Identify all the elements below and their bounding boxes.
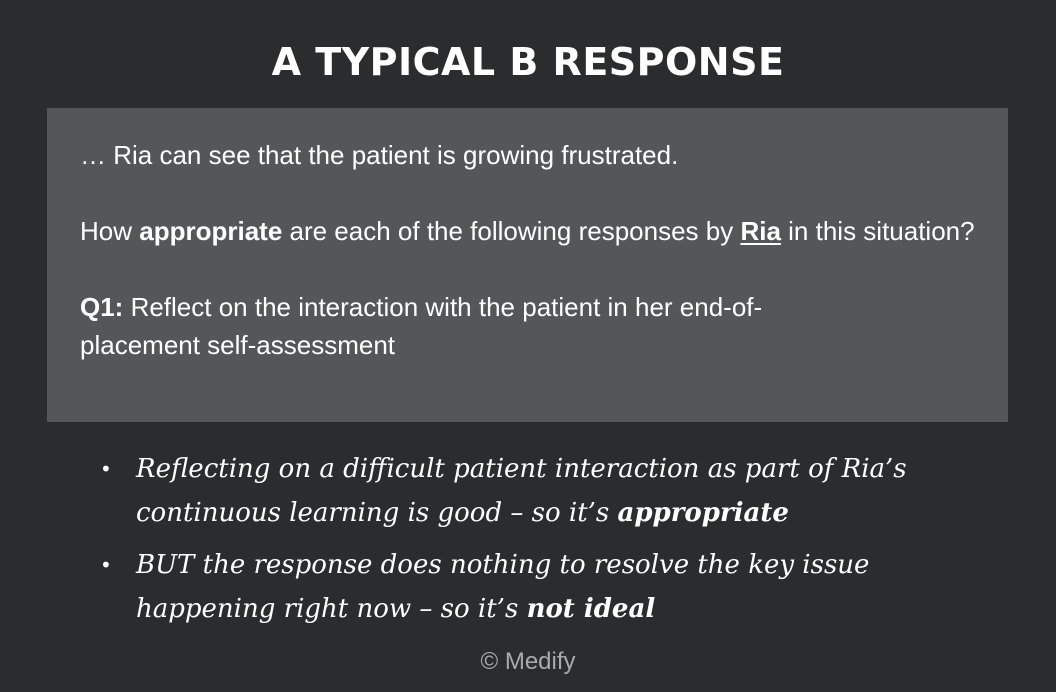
copyright-notice: © Medify	[480, 648, 576, 675]
scenario-question: How appropriate are each of the followin…	[80, 212, 975, 250]
list-item: • BUT the response does nothing to resol…	[100, 543, 1000, 631]
question-text-part2: are each of the following responses by	[282, 216, 741, 246]
question-name: Ria	[740, 216, 780, 246]
question-name-underlined: Ria	[740, 216, 781, 246]
bullet-emphasis: not ideal	[526, 594, 656, 624]
spacer	[80, 174, 975, 212]
bullet-text: BUT the response does nothing to resolve…	[136, 550, 870, 624]
question-keyword: appropriate	[139, 216, 283, 246]
q1-text: Reflect on the interaction with the pati…	[80, 292, 763, 360]
q1-label: Q1:	[80, 292, 124, 322]
bullet-icon: •	[100, 457, 112, 481]
slide-title: A TYPICAL B RESPONSE	[271, 40, 785, 84]
question-text-part1: How	[80, 216, 140, 246]
bullet-text: Reflecting on a difficult patient intera…	[136, 454, 907, 528]
explanation-list: • Reflecting on a difficult patient inte…	[100, 447, 1000, 639]
scenario-intro: … Ria can see that the patient is growin…	[80, 140, 679, 170]
bullet-icon: •	[100, 553, 112, 577]
question-text-part3: in this situation?	[780, 216, 975, 246]
question-q1: Q1: Reflect on the interaction with the …	[80, 288, 800, 364]
scenario-panel: … Ria can see that the patient is growin…	[47, 108, 1008, 422]
list-item: • Reflecting on a difficult patient inte…	[100, 447, 1000, 535]
bullet-emphasis: appropriate	[617, 498, 789, 528]
spacer	[80, 250, 975, 288]
